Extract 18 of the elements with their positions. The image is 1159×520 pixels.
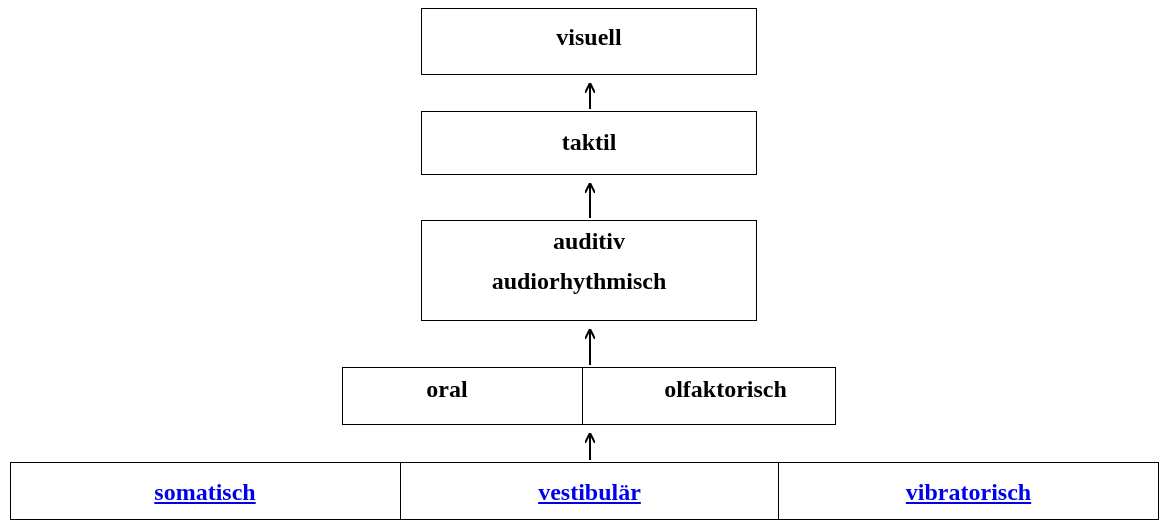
arrow: [584, 82, 596, 110]
label-text: audiorhythmisch: [490, 267, 668, 295]
link: somatisch: [154, 478, 256, 506]
link: vestibulär: [538, 478, 641, 506]
box: [421, 8, 757, 75]
box: [421, 220, 757, 321]
arrow: [584, 328, 596, 366]
box: [342, 367, 836, 425]
label-text: auditiv: [552, 227, 626, 255]
label-text: olfaktorisch: [663, 375, 788, 403]
arrow: [584, 182, 596, 219]
box: [421, 111, 757, 175]
label-text: taktil: [560, 128, 618, 156]
link: vibratorisch: [905, 478, 1032, 506]
arrow: [584, 432, 596, 461]
box: [10, 462, 1159, 520]
label-text: visuell: [555, 23, 623, 51]
label-text: oral: [425, 375, 469, 403]
